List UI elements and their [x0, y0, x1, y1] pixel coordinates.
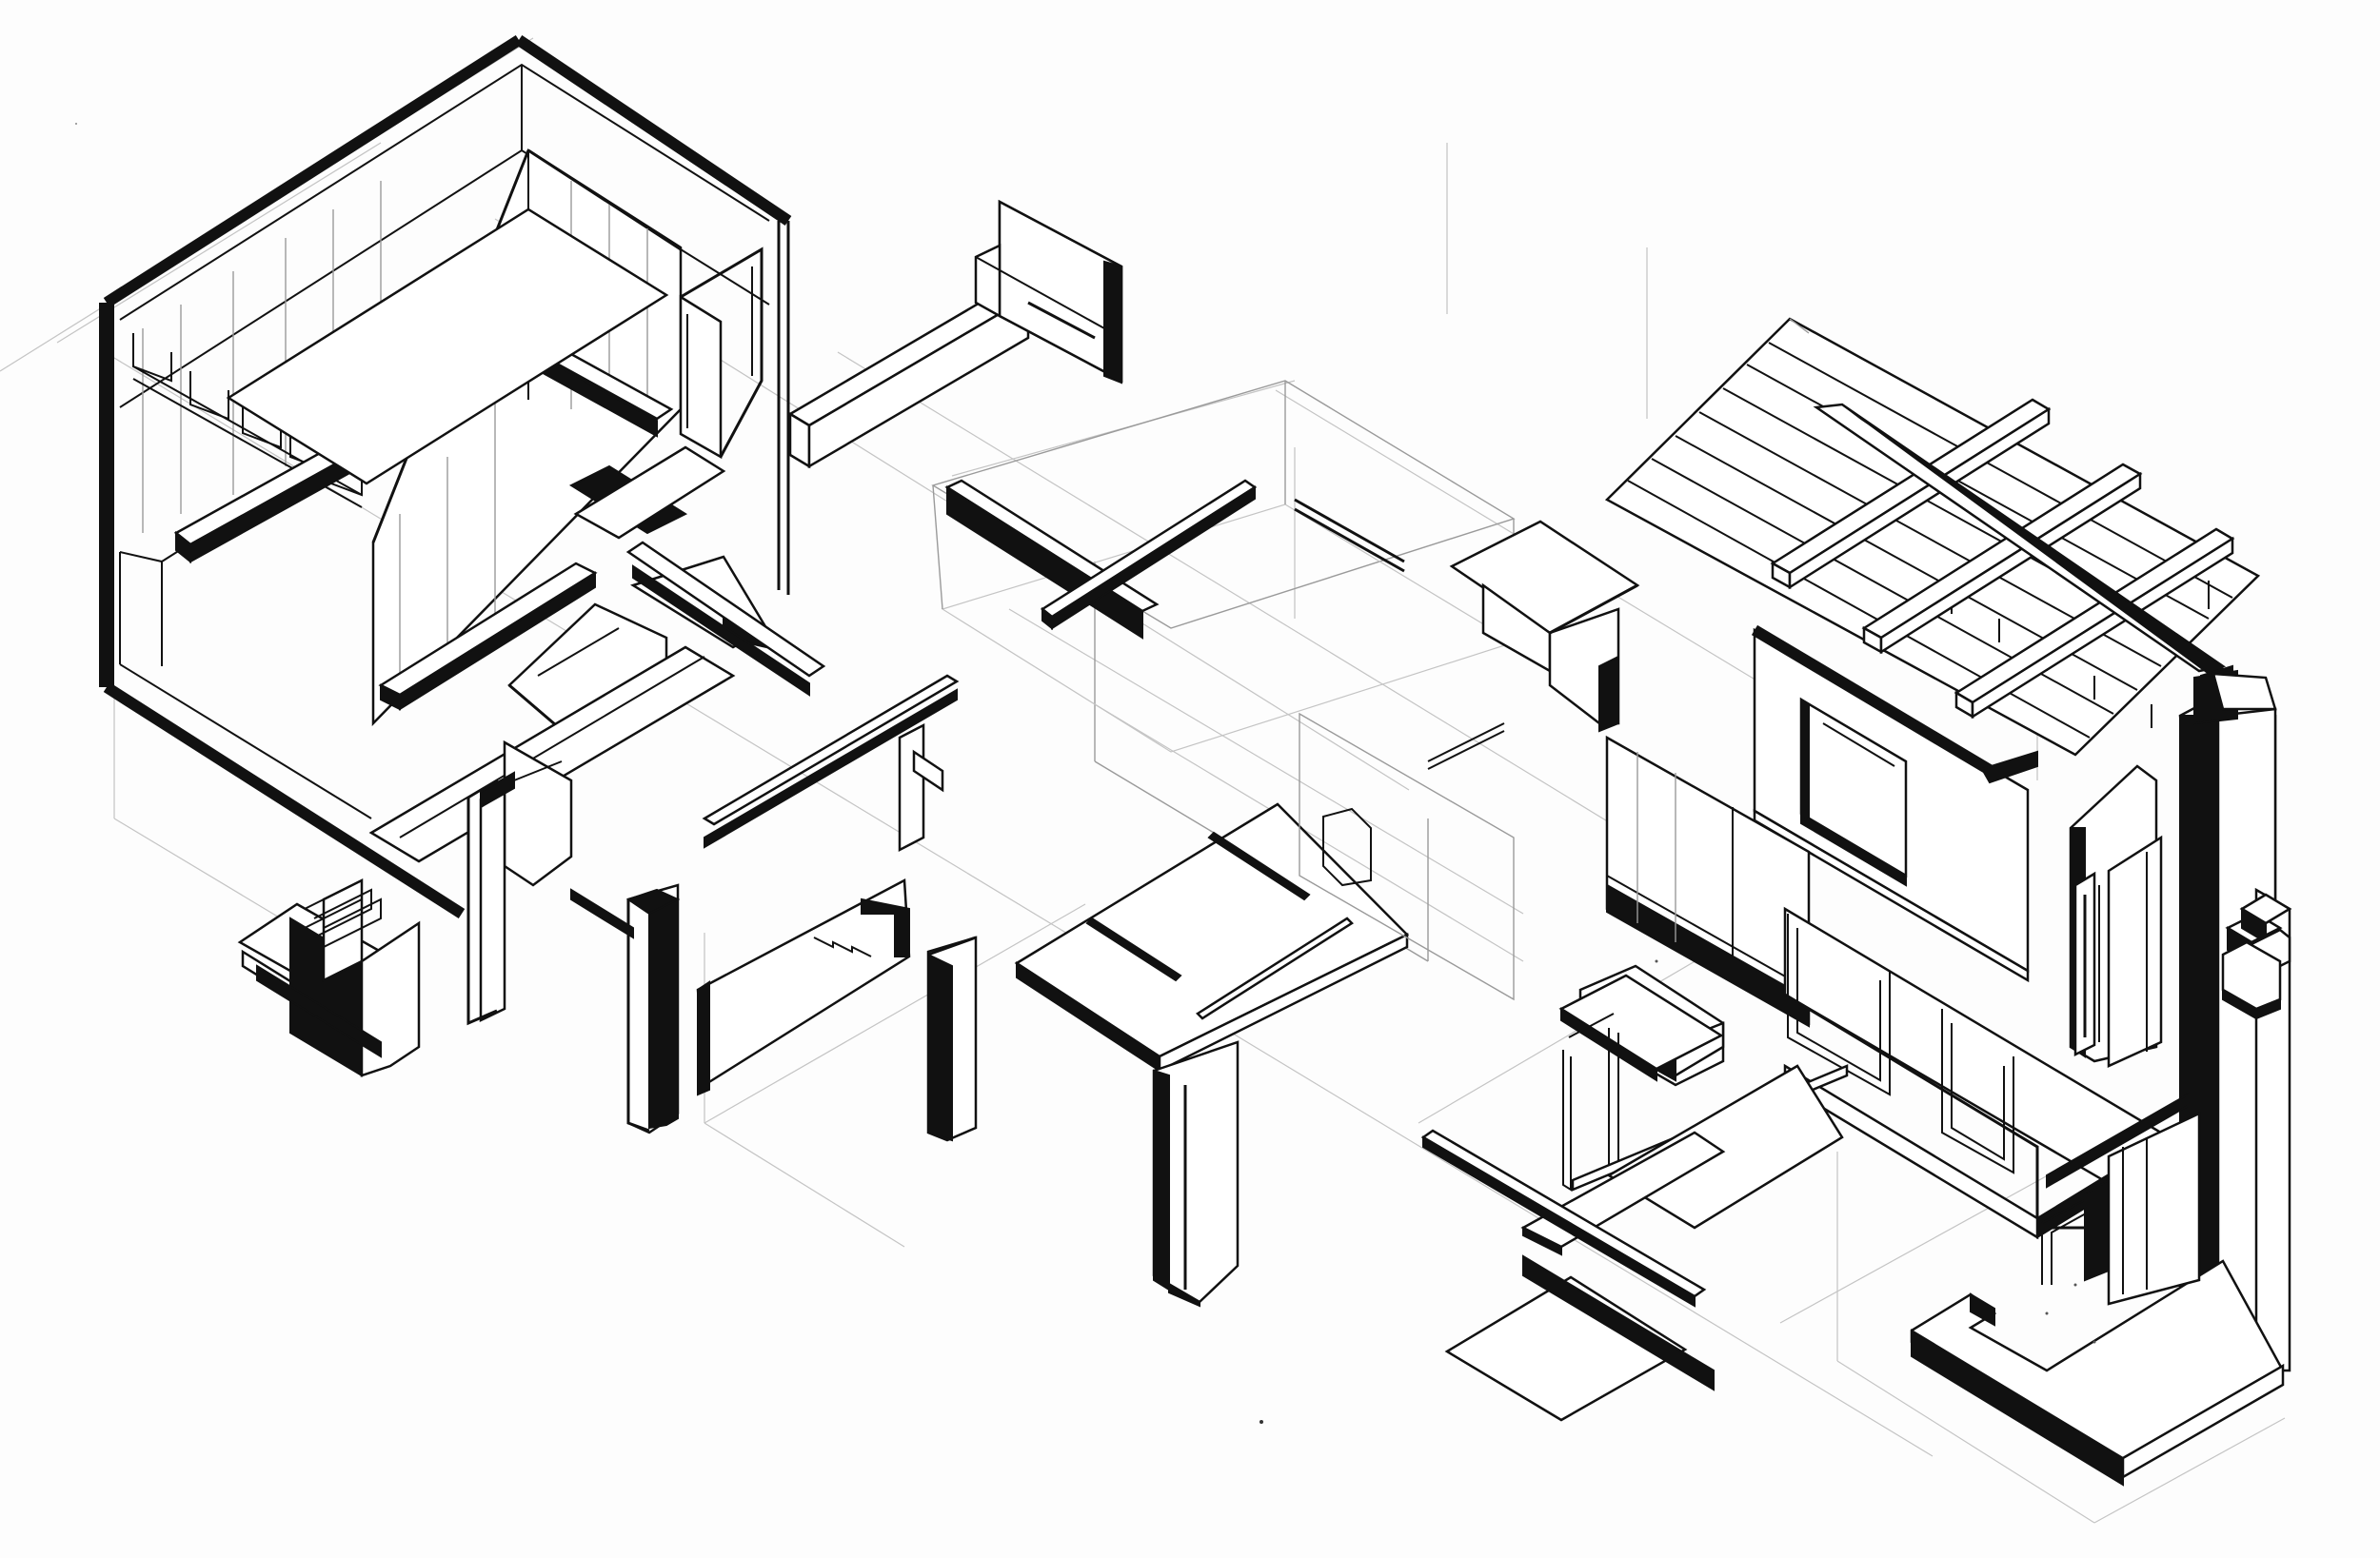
left-connector-beams: [173, 207, 1031, 711]
right-bottom-platform: [1420, 1064, 1844, 1422]
right-small-block: [1449, 520, 1640, 733]
right-roof-grid: [1604, 317, 2261, 757]
center-floor-plane: [1014, 712, 1515, 1308]
left-freestanding-columns: [466, 771, 978, 1142]
right-wall-with-window: [1751, 624, 2038, 983]
right-roof-beams: [1770, 398, 2235, 725]
center-cross-beam: [944, 479, 1258, 640]
left-stair-element: [237, 878, 421, 1077]
left-wall-fragment: [696, 878, 911, 1096]
left-mid-elements: [507, 247, 826, 744]
right-bottom-plates: [1910, 1093, 2285, 1487]
scatter-marks: [75, 123, 2096, 1424]
top-small-block: [974, 199, 1123, 385]
right-glass-enclosure: [1605, 735, 1811, 1028]
right-stepped-element: [2221, 887, 2292, 1372]
center-long-beam: [368, 645, 960, 887]
